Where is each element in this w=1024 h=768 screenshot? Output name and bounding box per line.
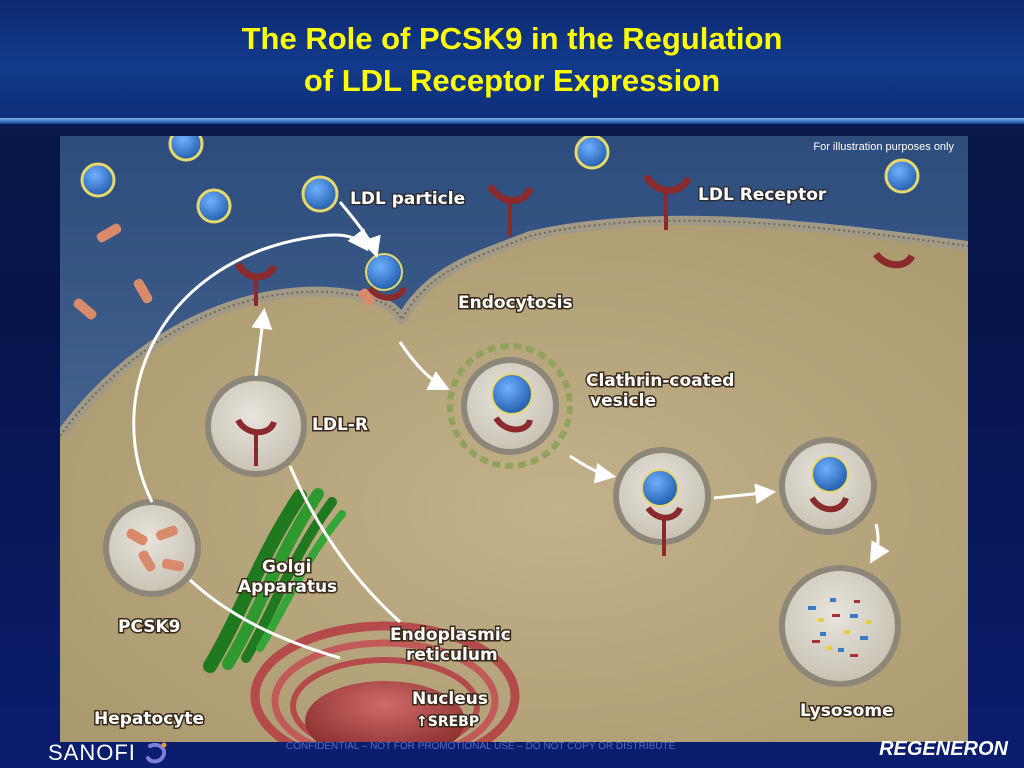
title-divider xyxy=(0,118,1024,124)
label-lysosome: Lysosome xyxy=(800,701,894,721)
label-srebp: ↑SREBP xyxy=(416,714,479,730)
clathrin-coated-vesicle xyxy=(447,343,573,469)
label-er-line2: reticulum xyxy=(406,645,498,665)
cell-membrane xyxy=(60,215,968,439)
label-hepatocyte: Hepatocyte xyxy=(94,709,204,729)
diagram-canvas: LDL particle LDL Receptor Endocytosis Cl… xyxy=(60,136,968,742)
illustration-disclaimer: For illustration purposes only xyxy=(813,141,954,153)
label-endocytosis: Endocytosis xyxy=(458,293,573,313)
sanofi-swirl-icon xyxy=(146,742,167,764)
late-endosome-vesicle xyxy=(779,437,877,535)
hepatocyte-cell xyxy=(60,220,968,742)
slide-title-line2: of LDL Receptor Expression xyxy=(303,63,721,98)
endocytosis-complex xyxy=(359,253,407,306)
ldl-particles xyxy=(80,136,920,224)
sanofi-logo: SANOFI xyxy=(48,740,136,765)
ldl-receptor-surface xyxy=(234,173,916,306)
pcsk9-pathway-diagram: LDL particle LDL Receptor Endocytosis Cl… xyxy=(60,136,968,742)
pcsk9-vesicle xyxy=(103,499,201,597)
nucleus xyxy=(250,621,520,742)
lysosome-vesicle xyxy=(779,565,901,687)
label-nucleus: Nucleus xyxy=(412,689,488,709)
label-golgi-line2: Apparatus xyxy=(238,577,337,597)
slide-title-line1: The Role of PCSK9 in the Regulation xyxy=(241,21,783,56)
pcsk9-proteins xyxy=(73,223,153,320)
confidentiality-notice: CONFIDENTIAL – NOT FOR PROMOTIONAL USE –… xyxy=(286,741,676,752)
label-ldl-receptor: LDL Receptor xyxy=(698,185,827,205)
label-ldl-particle: LDL particle xyxy=(350,189,465,209)
label-golgi-line1: Golgi xyxy=(262,557,311,577)
pathway-arrows xyxy=(132,201,890,660)
endosome-vesicle xyxy=(613,447,711,556)
label-clathrin-line1: Clathrin-coated xyxy=(586,371,734,391)
label-ldl-r: LDL-R xyxy=(312,415,368,435)
label-clathrin-line2: vesicle xyxy=(590,391,656,411)
regeneron-logo: REGENERON xyxy=(879,738,1008,760)
title-bar xyxy=(0,0,1024,118)
label-pcsk9: PCSK9 xyxy=(118,617,181,637)
ldlr-vesicle xyxy=(205,375,307,477)
label-er-line1: Endoplasmic xyxy=(390,625,511,645)
slide-title: The Role of PCSK9 in the Regulation of L… xyxy=(0,18,1024,102)
